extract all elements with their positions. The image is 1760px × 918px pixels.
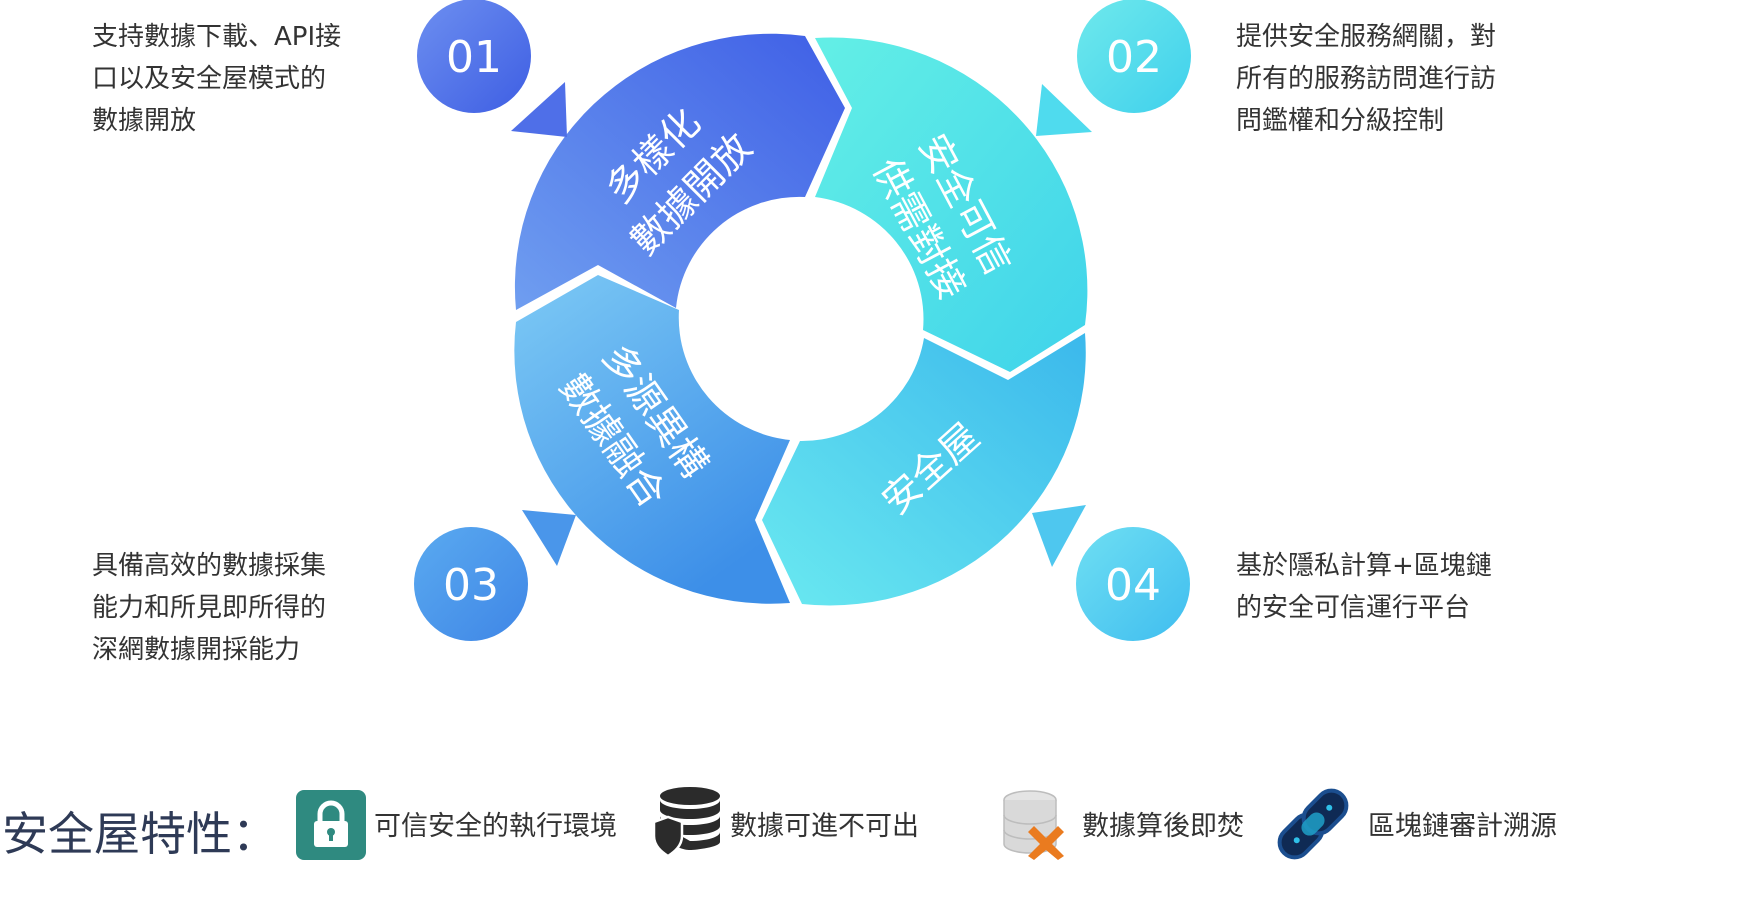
- description-04-line-2: 的安全可信運行平台: [1236, 593, 1471, 623]
- description-02: 提供安全服務網關，對 所有的服務訪問進行訪 問鑑權和分級控制: [1236, 16, 1496, 142]
- segment-01-shape: [514, 33, 845, 311]
- database-delete-icon: [1003, 790, 1064, 860]
- description-01-line-2: 口以及安全屋模式的: [92, 64, 327, 94]
- description-02-line-1: 提供安全服務網關，對: [1236, 22, 1497, 52]
- description-04-line-1: 基於隱私計算+區塊鏈: [1236, 551, 1492, 581]
- badge-01: 01: [417, 0, 531, 113]
- arrow-01-triangle: [511, 82, 567, 137]
- description-04: 基於隱私計算+區塊鏈 的安全可信運行平台: [1236, 545, 1492, 629]
- feature-label-2: 數據可進不可出: [730, 811, 919, 842]
- segment-03-shape: [514, 275, 790, 604]
- badge-01-number: 01: [446, 32, 502, 83]
- arrow-04-triangle: [1032, 505, 1086, 567]
- badge-04: 04: [1076, 527, 1190, 641]
- badge-02-number: 02: [1106, 32, 1162, 83]
- features-strip: 安全屋特性： 可信安全的執行環境 數據可進不可出 數據算後即焚: [0, 780, 1760, 880]
- description-01-line-3: 數據開放: [92, 106, 197, 136]
- badge-04-number: 04: [1105, 560, 1161, 611]
- description-03-line-3: 深網數據開採能力: [92, 635, 301, 665]
- badge-03: 03: [414, 527, 528, 641]
- description-03-line-1: 具備高效的數據採集: [92, 551, 327, 581]
- description-02-line-2: 所有的服務訪問進行訪: [1236, 64, 1497, 94]
- description-03: 具備高效的數據採集 能力和所見即所得的 深網數據開採能力: [92, 545, 326, 671]
- features-title: 安全屋特性：: [2, 807, 278, 861]
- description-01: 支持數據下載、API接 口以及安全屋模式的 數據開放: [92, 16, 341, 142]
- padlock-icon: [296, 790, 366, 860]
- arrow-03-triangle: [522, 510, 576, 566]
- description-02-line-3: 問鑑權和分級控制: [1236, 106, 1445, 136]
- description-01-line-1: 支持數據下載、API接: [92, 22, 342, 52]
- arrow-02-triangle: [1036, 84, 1092, 136]
- database-shield-icon: [652, 787, 720, 858]
- feature-label-4: 區塊鏈審計溯源: [1368, 811, 1557, 842]
- feature-label-3: 數據算後即焚: [1082, 811, 1244, 842]
- feature-label-1: 可信安全的執行環境: [374, 811, 617, 842]
- description-03-line-2: 能力和所見即所得的: [92, 593, 327, 623]
- blockchain-link-icon: [1277, 788, 1349, 860]
- badge-02: 02: [1077, 0, 1191, 113]
- segment-02-shape: [815, 37, 1088, 373]
- segment-04-shape: [762, 333, 1086, 606]
- badge-03-number: 03: [443, 560, 499, 611]
